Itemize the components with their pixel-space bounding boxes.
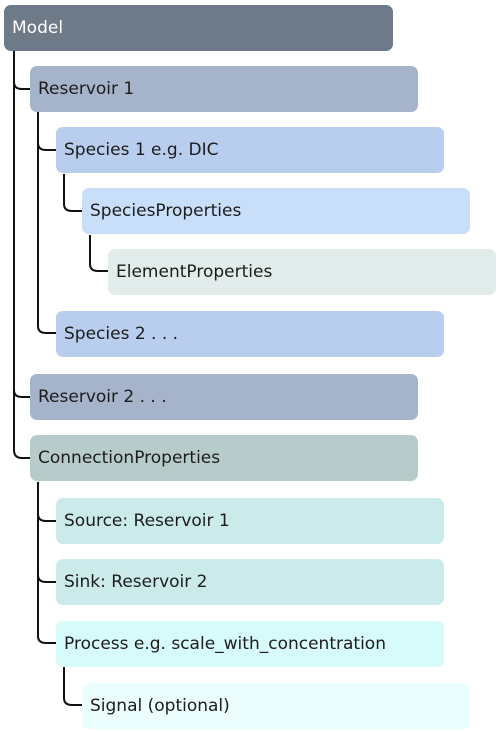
species-1-node: Species 1 e.g. DIC [56, 127, 444, 173]
species-2-node: Species 2 . . . [56, 311, 444, 357]
species-properties-node: SpeciesProperties [82, 188, 470, 234]
process-node: Process e.g. scale_with_concentration [56, 621, 444, 667]
signal-node: Signal (optional) [82, 683, 470, 729]
model-node: Model [4, 5, 393, 51]
reservoir-2-node: Reservoir 2 . . . [30, 374, 418, 420]
sink-node: Sink: Reservoir 2 [56, 559, 444, 605]
element-properties-node: ElementProperties [108, 249, 496, 295]
reservoir-1-node: Reservoir 1 [30, 66, 418, 112]
source-node: Source: Reservoir 1 [56, 498, 444, 544]
connection-properties-node: ConnectionProperties [30, 435, 418, 481]
